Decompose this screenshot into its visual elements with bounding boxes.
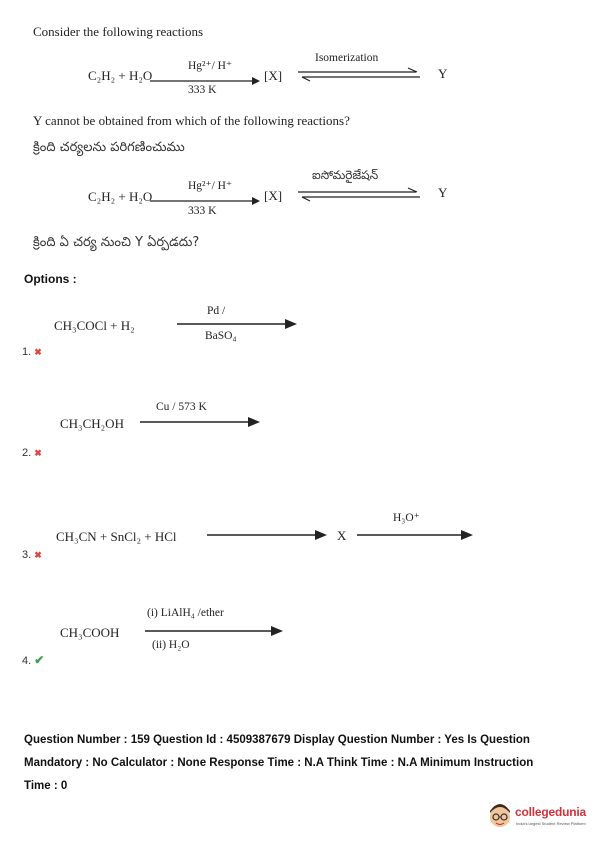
reaction-reactants: C₂H₂ + H₂O	[88, 68, 153, 83]
option-1-reagent-top: Pd /	[207, 305, 226, 317]
option-4-reagent-bottom: (ii) H₂O	[152, 639, 190, 651]
question-metadata-line-3: Time : 0	[24, 780, 68, 792]
reaction-arrow	[150, 77, 260, 85]
option-4-number: 4.	[22, 655, 32, 667]
option-2-number: 2.	[22, 447, 32, 459]
question-prompt-telugu: క్రింది ఏ చర్య నుంచి Y ఏర్పడదు?	[33, 235, 200, 250]
option-4-marker[interactable]: 4.✔	[22, 651, 44, 669]
question-intro-telugu: క్రింది చర్యలను పరిగణించుము	[33, 140, 185, 155]
wrong-icon: ✖	[34, 550, 42, 560]
reaction-reagent-bottom: 333 K	[188, 84, 217, 96]
option-4-arrow	[145, 626, 283, 636]
option-2-marker[interactable]: 2.✖	[22, 443, 42, 461]
correct-icon: ✔	[34, 653, 45, 667]
question-intro: Consider the following reactions	[33, 24, 204, 39]
logo-text: collegedunia	[515, 805, 586, 819]
reaction-intermediate-te: [X]	[264, 188, 283, 203]
option-3-intermediate: X	[337, 528, 347, 543]
option-3-marker[interactable]: 3.✖	[22, 545, 42, 563]
equilibrium-arrow	[298, 67, 420, 82]
isomerization-label: Isomerization	[315, 52, 379, 64]
question-prompt: Y cannot be obtained from which of the f…	[33, 113, 350, 128]
option-1-reactant: CH₃COCl + H₂	[54, 318, 135, 333]
question-metadata-line-2: Mandatory : No Calculator : None Respons…	[24, 757, 534, 769]
option-1-marker[interactable]: 1.✖	[22, 342, 42, 360]
question-metadata-line-1: Question Number : 159 Question Id : 4509…	[24, 734, 530, 746]
option-3-arrow-2	[357, 530, 473, 540]
option-2-reactant: CH₃CH₂OH	[60, 416, 124, 431]
reaction-arrow-te	[150, 197, 260, 205]
option-1-number: 1.	[22, 346, 32, 358]
option-1-reagent-bottom: BaSO₄	[205, 330, 237, 342]
option-3-reactant: CH₃CN + SnCl₂ + HCl	[56, 529, 177, 544]
option-2-arrow	[140, 417, 260, 427]
option-2-reagent-top: Cu / 573 K	[156, 401, 207, 413]
reaction-reagent-top-te: Hg²⁺/ H⁺	[188, 180, 233, 192]
isomerization-label-te: ఐసోమరైజేషన్	[312, 168, 379, 182]
options-label: Options :	[24, 272, 77, 286]
logo-tagline: India's largest Student Review Platform	[516, 821, 586, 826]
reaction-intermediate: [X]	[264, 68, 283, 83]
equilibrium-arrow-te	[298, 187, 420, 202]
reaction-reactants-te: C₂H₂ + H₂O	[88, 189, 153, 204]
option-4-reagent-top: (i) LiAlH₄ /ether	[147, 607, 224, 619]
option-3-number: 3.	[22, 549, 32, 561]
option-3-arrow-1	[207, 530, 327, 540]
collegedunia-logo[interactable]: collegedunia India's largest Student Rev…	[488, 801, 588, 833]
option-3-reagent-top: H₃O⁺	[393, 512, 420, 524]
reaction-product-te: Y	[438, 185, 448, 200]
mascot-icon	[490, 804, 510, 827]
wrong-icon: ✖	[34, 448, 42, 458]
reaction-product: Y	[438, 66, 448, 81]
wrong-icon: ✖	[34, 347, 42, 357]
reaction-reagent-top: Hg²⁺/ H⁺	[188, 60, 233, 72]
option-1-arrow	[177, 319, 297, 329]
reaction-reagent-bottom-te: 333 K	[188, 205, 217, 217]
option-4-reactant: CH₃COOH	[60, 625, 120, 640]
